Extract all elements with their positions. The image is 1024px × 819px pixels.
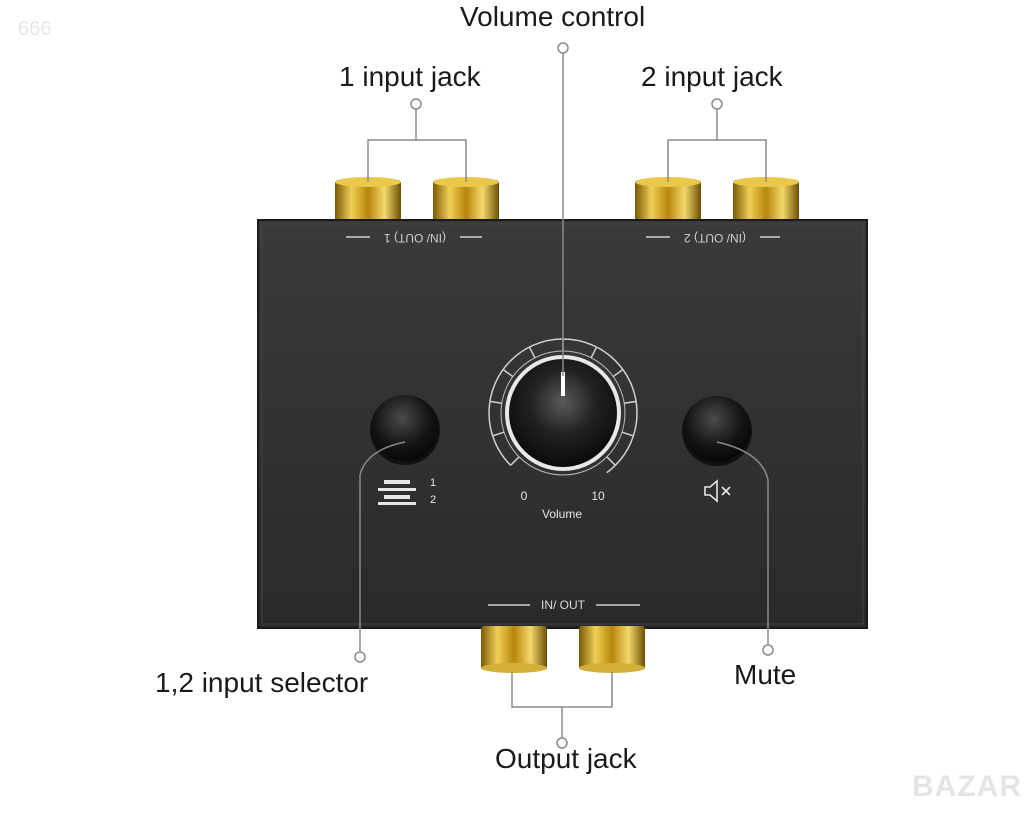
dial-tick [624,400,637,405]
dial-tick [606,456,616,466]
svg-text:IN/ OUT: IN/ OUT [541,598,586,612]
dial-tick [510,456,520,466]
dial-tick [492,431,505,437]
dial-tick [612,368,624,378]
dial-volume-label: Volume [542,507,582,521]
dial-tick [528,346,536,359]
port-label-1: (IN/ OUT) 1 [346,231,482,245]
svg-text:(IN/ OUT) 2: (IN/ OUT) 2 [684,231,746,245]
watermark-top-left: 666 [18,18,52,40]
input-jack-1b[interactable] [433,177,499,222]
output-jack-left[interactable] [481,626,547,673]
leader-lines [354,42,774,749]
mute-button[interactable] [682,396,752,466]
dial-tick [621,431,634,437]
callout-input-jack-2: 2 input jack [641,61,783,92]
dial-tick [502,368,514,378]
volume-knob[interactable] [505,355,621,471]
input-jack-2b[interactable] [733,177,799,222]
dial-tick [489,400,502,405]
callout-mute: Mute [734,659,797,690]
input-selector-button[interactable] [370,395,440,465]
port-label-2: (IN/ OUT) 2 [646,231,780,245]
mute-speaker-icon [704,479,731,503]
dial-max-label: 10 [591,489,605,503]
callout-input-jack-1: 1 input jack [339,61,481,92]
watermark-bottom-right: BAZAR [912,770,1022,803]
svg-text:(IN/ OUT) 1: (IN/ OUT) 1 [384,231,446,245]
input-jack-1a[interactable] [335,177,401,222]
output-jack-right[interactable] [579,626,645,673]
callout-input-selector: 1,2 input selector [155,667,369,698]
selector-option-2: 2 [430,494,436,506]
input-jack-2a[interactable] [635,177,701,222]
dial-tick [590,346,598,359]
selector-switch-icon [378,480,416,505]
callout-output-jack: Output jack [495,743,637,774]
io-label: IN/ OUT [488,598,640,612]
callout-volume-control: Volume control [460,1,646,32]
selector-option-1: 1 [430,477,436,489]
dial-min-label: 0 [521,489,528,503]
